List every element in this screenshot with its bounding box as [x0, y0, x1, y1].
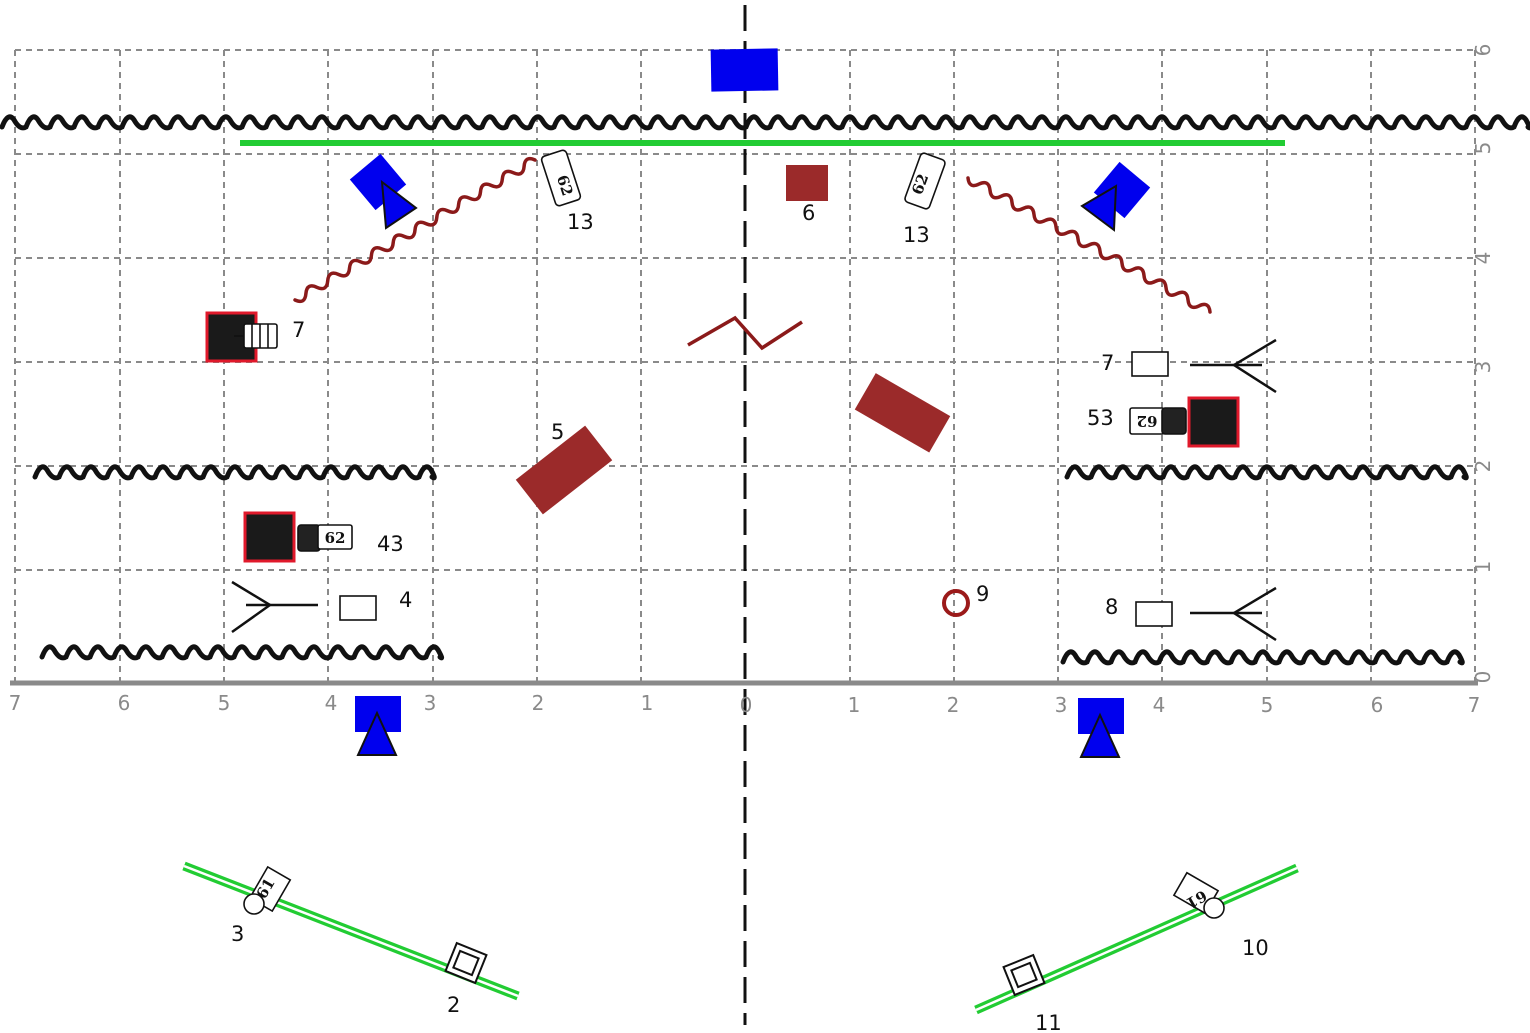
device-tag-13-left: 62: [553, 173, 577, 198]
cable-bottom-right: [1060, 649, 1465, 666]
x-tick-right-7: 7: [1468, 693, 1481, 717]
device-icon-53: [1129, 407, 1187, 435]
y-tick-5: 5: [1471, 142, 1495, 155]
marker-4: 4: [399, 588, 412, 612]
y-tick-2: 2: [1471, 460, 1495, 473]
x-tick-center-0: 0: [740, 693, 753, 717]
device-icon-43: [297, 524, 353, 552]
blue-triangle-bottom-left: [356, 710, 398, 756]
obstacle-right: [854, 373, 951, 453]
black-box-43: [243, 511, 296, 563]
zigzag-marker: [687, 315, 803, 351]
device-tag-53: 62: [1137, 412, 1158, 430]
marker-3: 3: [231, 922, 244, 946]
x-tick-left-6: 6: [118, 691, 131, 715]
marker-13-left: 13: [567, 210, 594, 234]
rail-unit-2: [444, 941, 488, 985]
cable-mid-right: [1064, 464, 1469, 481]
x-tick-right-3: 3: [1055, 693, 1068, 717]
x-tick-left-2: 2: [532, 691, 545, 715]
device-icon-13-left: [540, 149, 582, 207]
x-tick-labels: 7 6 5 4 3 2 1 0 1 2 3 4 5 6 7: [9, 691, 1481, 717]
marker-5: 5: [551, 420, 564, 444]
marker-10: 10: [1242, 936, 1269, 960]
marker-11: 11: [1035, 1011, 1062, 1033]
black-box-53: [1187, 396, 1240, 448]
blue-block-top: [710, 48, 779, 92]
y-tick-4: 4: [1471, 252, 1495, 265]
y-tick-6: 6: [1471, 44, 1495, 57]
squiggle-left: [293, 156, 537, 304]
tripod-icon-7-right: [1131, 338, 1277, 394]
x-tick-right-6: 6: [1371, 693, 1384, 717]
black-box-7-left: [205, 311, 258, 363]
marker-8: 8: [1105, 595, 1118, 619]
marker-53: 53: [1087, 406, 1114, 430]
x-tick-left-1: 1: [641, 691, 654, 715]
device-icon-13-right: [904, 152, 946, 210]
tripod-icon-4: [231, 580, 377, 634]
marker-7-left: 7: [292, 318, 305, 342]
marker-13-right: 13: [903, 223, 930, 247]
y-tick-3: 3: [1471, 361, 1495, 374]
device-tag-43: 62: [325, 529, 346, 547]
blue-triangle-left: [380, 179, 418, 230]
x-tick-left-5: 5: [218, 691, 231, 715]
obstacle-5: [515, 425, 613, 515]
x-tick-left-4: 4: [325, 691, 338, 715]
x-tick-left-7: 7: [9, 691, 22, 715]
x-tick-left-3: 3: [424, 691, 437, 715]
markers: 13 13 6 7 7 53 5 43 4 9 8 3 2 10 11: [231, 201, 1269, 1033]
x-tick-right-1: 1: [848, 693, 861, 717]
y-tick-1: 1: [1471, 561, 1495, 574]
blue-triangle-bottom-right: [1079, 712, 1121, 758]
blue-triangle-right: [1080, 184, 1118, 232]
x-tick-right-4: 4: [1153, 693, 1166, 717]
device-icon-7-left: [234, 323, 278, 349]
x-tick-right-5: 5: [1261, 693, 1274, 717]
ring-marker-9: [942, 589, 970, 617]
marker-2: 2: [447, 993, 460, 1017]
marker-43: 43: [377, 532, 404, 556]
y-tick-0: 0: [1471, 671, 1495, 684]
rail-unit-10: [1172, 871, 1225, 919]
cable-bottom-left: [39, 644, 445, 661]
y-tick-labels: 0 1 2 3 4 5 6: [1471, 44, 1495, 684]
rail-unit-3: [243, 865, 292, 915]
marker-9: 9: [976, 582, 989, 606]
marker-6: 6: [802, 201, 815, 225]
tripod-icon-8: [1135, 586, 1277, 642]
x-tick-right-2: 2: [947, 693, 960, 717]
cable-top: [0, 114, 1530, 131]
cable-mid-left: [32, 464, 437, 481]
rail-unit-11: [1002, 953, 1046, 997]
squiggle-right: [966, 176, 1212, 314]
marker-7-right: 7: [1101, 351, 1114, 375]
obstacle-6: [786, 165, 828, 201]
